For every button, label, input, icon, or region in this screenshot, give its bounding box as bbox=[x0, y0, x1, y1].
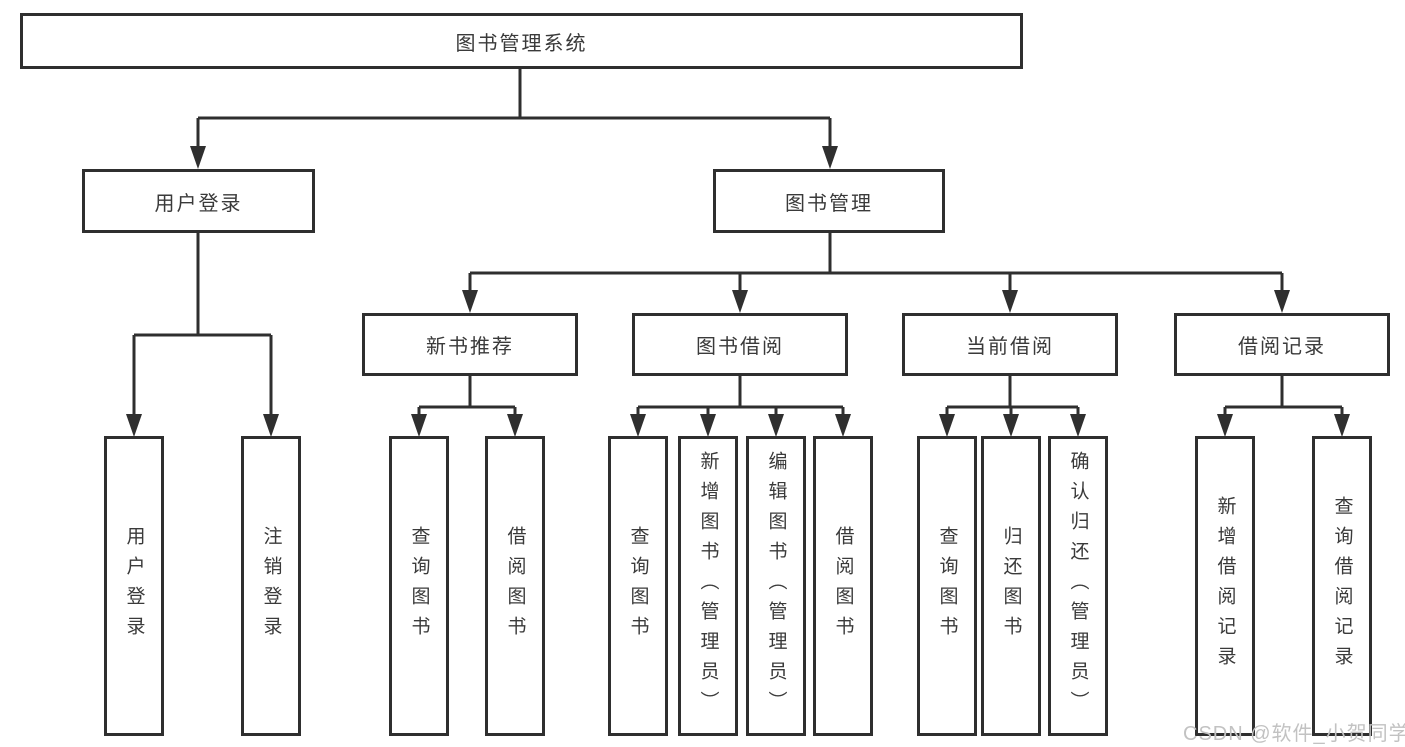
leaf-nbr-borrow-books: 借阅图书 bbox=[485, 436, 545, 736]
leaf-user-login-label: 用户登录 bbox=[123, 526, 145, 646]
leaf-cb-return-books: 归还图书 bbox=[981, 436, 1041, 736]
leaf-cb-query-books-label: 查询图书 bbox=[936, 526, 958, 646]
leaf-br-add-borrow-record-label: 新增借阅记录 bbox=[1214, 496, 1236, 676]
connector-bookborrow-to-leaves bbox=[636, 376, 845, 420]
leaf-bb-borrow-books: 借阅图书 bbox=[813, 436, 873, 736]
connector-newbook-to-leaves bbox=[417, 376, 517, 420]
csdn-watermark: CSDN @软件_小贺同学 bbox=[1183, 723, 1405, 745]
node-root-system: 图书管理系统 bbox=[20, 13, 1023, 69]
leaf-logout-login: 注销登录 bbox=[241, 436, 301, 736]
leaf-nbr-borrow-books-label: 借阅图书 bbox=[504, 526, 526, 646]
node-new-book-recommend: 新书推荐 bbox=[362, 313, 578, 376]
node-book-management: 图书管理 bbox=[713, 169, 945, 233]
leaf-br-query-borrow-record-label: 查询借阅记录 bbox=[1331, 496, 1353, 676]
connector-currentborrow-to-leaves bbox=[945, 376, 1080, 420]
leaf-nbr-query-books-label: 查询图书 bbox=[408, 526, 430, 646]
leaf-bb-edit-books-admin-label: 编辑图书（管理员） bbox=[765, 451, 787, 721]
arrowheads bbox=[126, 146, 1350, 437]
leaf-cb-confirm-return-admin: 确认归还（管理员） bbox=[1048, 436, 1108, 736]
leaf-bb-add-books-admin: 新增图书（管理员） bbox=[678, 436, 738, 736]
node-user-login: 用户登录 bbox=[82, 169, 315, 233]
leaf-cb-query-books: 查询图书 bbox=[917, 436, 977, 736]
leaf-logout-login-label: 注销登录 bbox=[260, 526, 282, 646]
connector-bookmgmt-to-level3 bbox=[468, 233, 1284, 294]
node-book-borrow: 图书借阅 bbox=[632, 313, 848, 376]
leaf-nbr-query-books: 查询图书 bbox=[389, 436, 449, 736]
leaf-br-query-borrow-record: 查询借阅记录 bbox=[1312, 436, 1372, 736]
leaf-cb-return-books-label: 归还图书 bbox=[1000, 526, 1022, 646]
node-current-borrow: 当前借阅 bbox=[902, 313, 1118, 376]
leaf-bb-borrow-books-label: 借阅图书 bbox=[832, 526, 854, 646]
connector-userlogin-to-leaves bbox=[132, 233, 273, 418]
leaf-bb-add-books-admin-label: 新增图书（管理员） bbox=[697, 451, 719, 721]
leaf-br-add-borrow-record: 新增借阅记录 bbox=[1195, 436, 1255, 736]
leaf-bb-edit-books-admin: 编辑图书（管理员） bbox=[746, 436, 806, 736]
connector-borrowrecord-to-leaves bbox=[1223, 376, 1344, 420]
leaf-cb-confirm-return-admin-label: 确认归还（管理员） bbox=[1067, 451, 1089, 721]
leaf-user-login: 用户登录 bbox=[104, 436, 164, 736]
leaf-bb-query-books: 查询图书 bbox=[608, 436, 668, 736]
leaf-bb-query-books-label: 查询图书 bbox=[627, 526, 649, 646]
node-borrow-records: 借阅记录 bbox=[1174, 313, 1390, 376]
connector-root-to-level2 bbox=[196, 69, 832, 150]
